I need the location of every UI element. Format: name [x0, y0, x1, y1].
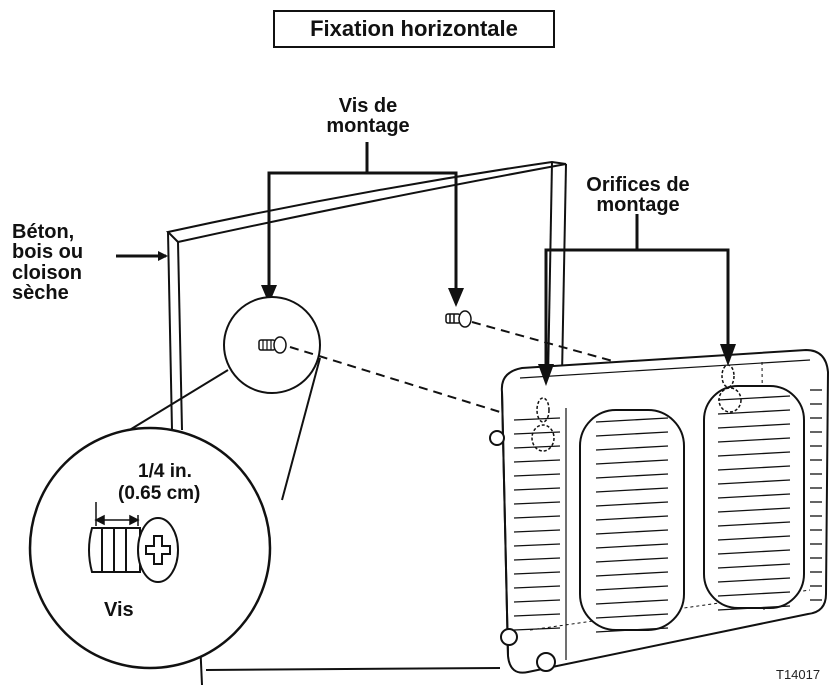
vent-slat-right	[717, 465, 791, 471]
vent-slat-center	[595, 613, 669, 619]
vent-slat-left	[513, 417, 561, 421]
screws-arrowhead-left	[261, 285, 277, 304]
diagram-title: Fixation horizontale	[273, 10, 555, 48]
vent-slat-left	[513, 557, 561, 561]
vent-slat-center	[595, 501, 669, 507]
vent-slat-left	[513, 571, 561, 575]
holes-bracket	[544, 214, 730, 368]
vent-slat-right	[717, 423, 791, 429]
vent-slat-right	[717, 451, 791, 457]
vent-slat-right	[717, 549, 791, 555]
vent-slat-right	[717, 493, 791, 499]
wall-label-line-1: Béton,	[12, 221, 75, 243]
vent-slat-left	[513, 459, 561, 463]
zoom-small-circle	[223, 296, 321, 394]
wall-label-line-2: bois ou	[12, 241, 84, 264]
holes-label-line-1: Orifices de	[586, 174, 690, 196]
vent-slat-right	[717, 437, 791, 443]
vent-slat-center	[595, 445, 669, 451]
vent-slat-right	[717, 577, 791, 583]
vent-slat-center	[595, 431, 669, 437]
wall-label-line-3: cloison	[12, 261, 83, 284]
vent-slat-center	[595, 417, 669, 423]
holes-label: Orifices de montage	[568, 175, 708, 216]
vent-slat-center	[595, 459, 669, 465]
screws-arrowhead-right	[448, 288, 464, 307]
vent-slat-center	[595, 571, 669, 577]
vent-slat-right	[717, 409, 791, 415]
vent-slat-left	[513, 473, 561, 477]
vent-slat-center	[595, 487, 669, 493]
screws-label-line-1: Vis de	[338, 95, 398, 117]
vent-slat-right	[717, 535, 791, 541]
vent-slat-right	[717, 521, 791, 527]
vent-slat-left	[513, 431, 561, 435]
modem-vents	[513, 389, 822, 633]
holes-label-line-2: montage	[596, 194, 680, 217]
holes-arrowhead-right	[720, 344, 736, 366]
vent-slat-center	[595, 543, 669, 549]
wall-screw-right	[445, 310, 472, 328]
vent-slat-right	[717, 605, 791, 611]
vent-slat-left	[513, 515, 561, 519]
vent-slat-left	[513, 599, 561, 603]
vent-slat-left	[513, 543, 561, 547]
figure-code: T14017	[776, 667, 821, 682]
screws-bracket	[267, 142, 458, 290]
vent-slat-right	[717, 479, 791, 485]
size-label-line-2: (0.65 cm)	[118, 483, 201, 504]
wall-label-line-4: sèche	[12, 282, 69, 305]
vent-slat-right	[717, 507, 791, 513]
vent-slat-left	[513, 501, 561, 505]
vent-slat-center	[595, 529, 669, 535]
vent-slat-left	[513, 627, 561, 631]
vent-slat-left	[513, 445, 561, 449]
size-label-line-1: 1/4 in.	[138, 461, 192, 482]
vent-slat-left	[513, 529, 561, 533]
vent-slat-left	[513, 613, 561, 617]
vent-slat-center	[595, 627, 669, 633]
vent-slat-center	[595, 585, 669, 591]
screws-label: Vis de montage	[318, 96, 418, 137]
zoom-large-circle	[28, 426, 272, 670]
vent-slat-right	[717, 591, 791, 597]
screw-caption: Vis	[104, 599, 134, 621]
vent-slat-center	[595, 599, 669, 605]
keyhole-left	[531, 397, 555, 452]
vent-slat-left	[513, 487, 561, 491]
screws-label-line-2: montage	[326, 115, 410, 138]
vent-slat-center	[595, 473, 669, 479]
screw-detail	[88, 517, 179, 583]
vent-slat-center	[595, 515, 669, 521]
size-dimension	[94, 502, 140, 526]
holes-arrowhead-left	[538, 364, 554, 386]
vent-slat-right	[717, 395, 791, 401]
wall-label: Béton, bois ou cloison sèche	[12, 222, 83, 304]
vent-slat-left	[513, 585, 561, 589]
vent-slat-right	[717, 563, 791, 569]
vent-slat-center	[595, 557, 669, 563]
